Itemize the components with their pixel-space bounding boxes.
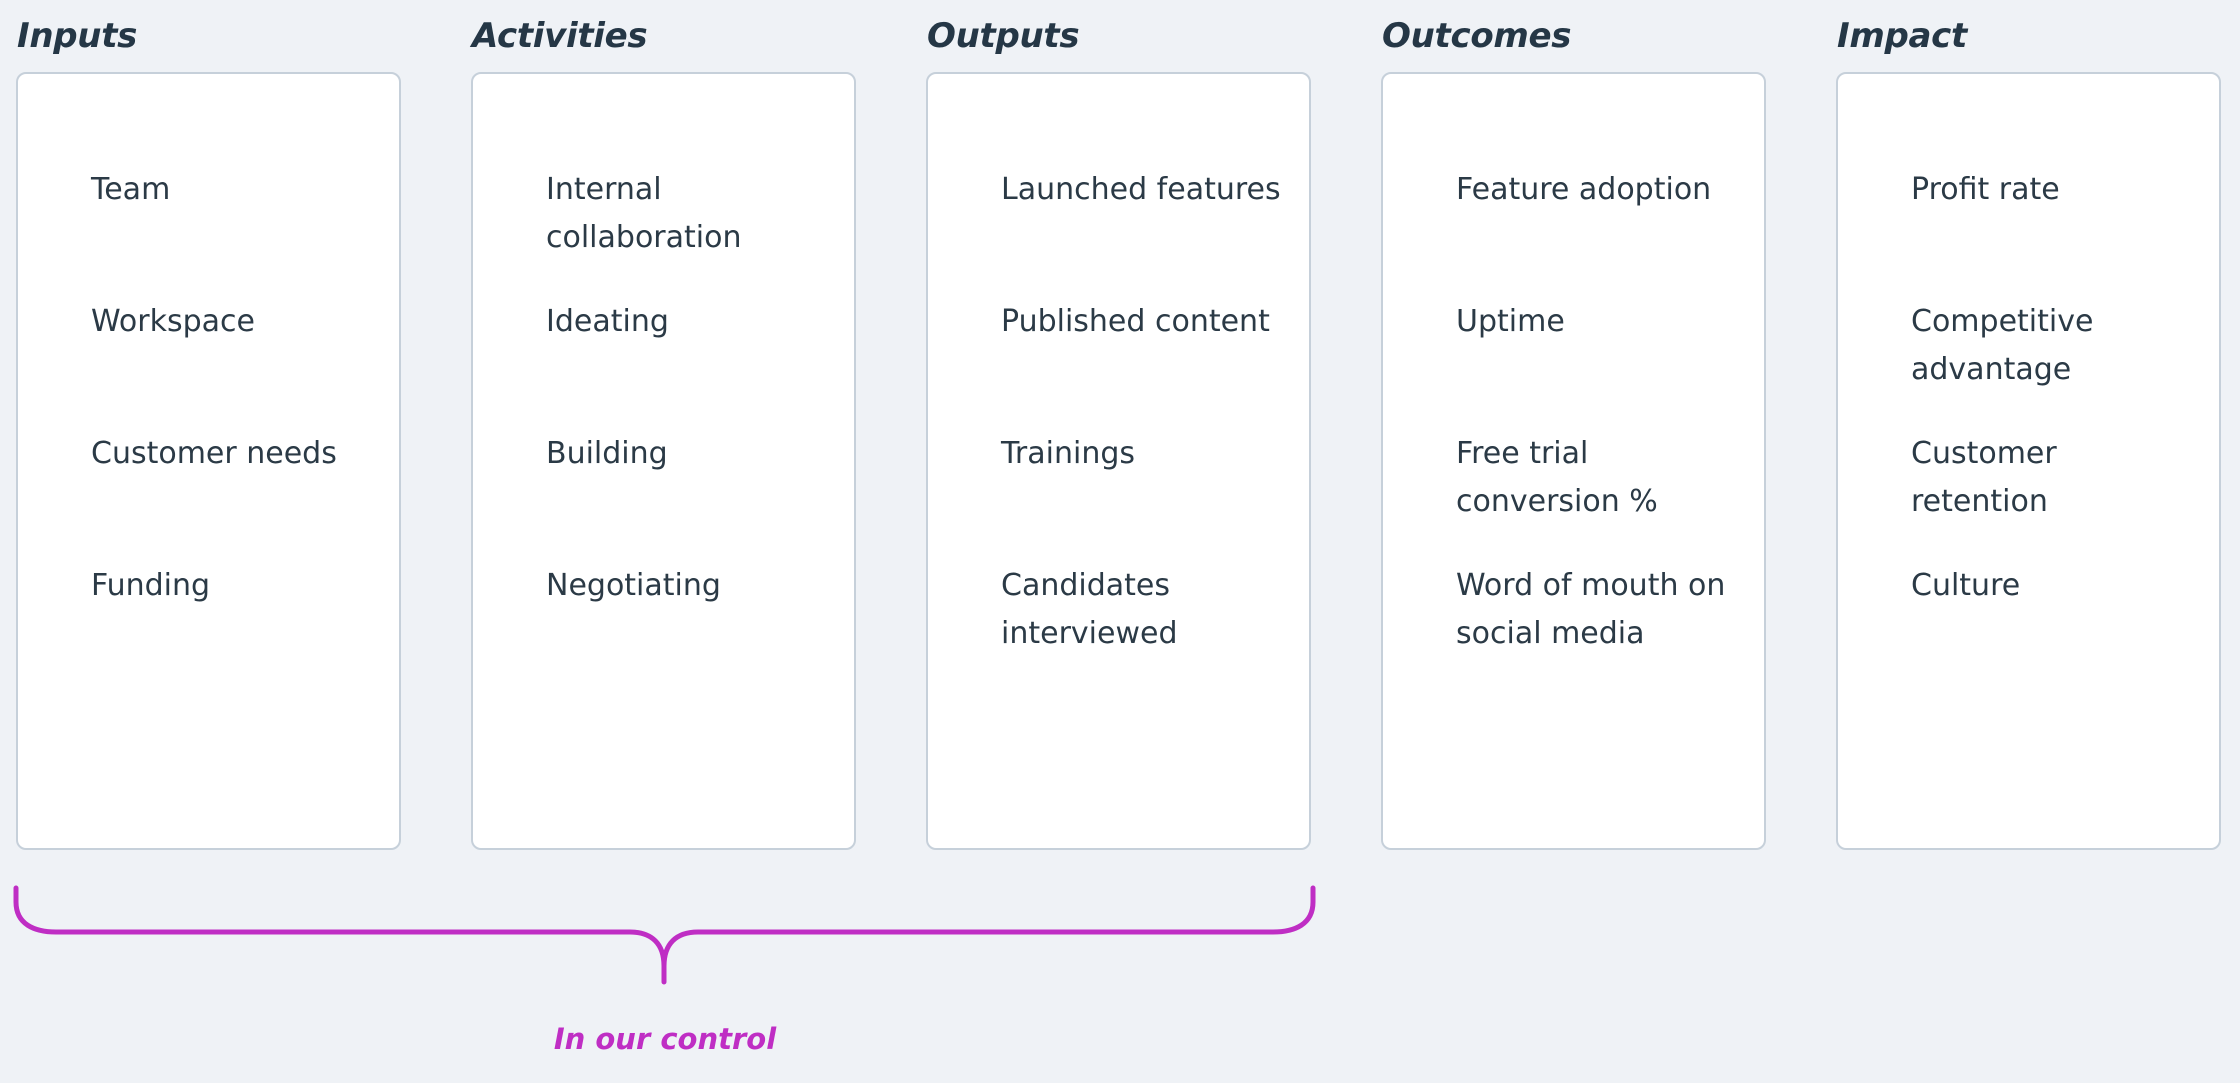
list-item[interactable]: Building — [546, 436, 668, 471]
columns-container: Inputs Team Workspace Customer needs Fun… — [16, 0, 2226, 850]
list-item[interactable]: Trainings — [1001, 436, 1136, 471]
column-heading-impact: Impact — [1837, 16, 1967, 56]
list-item[interactable]: Candidates interviewed — [1001, 568, 1178, 651]
item-list-activities: Internal collaboration Ideating Building… — [473, 166, 854, 694]
column-inputs: Inputs Team Workspace Customer needs Fun… — [16, 0, 401, 850]
column-outcomes: Outcomes Feature adoption Uptime Free tr… — [1381, 0, 1766, 850]
item-list-outcomes: Feature adoption Uptime Free trial conve… — [1383, 166, 1764, 694]
card-outputs[interactable]: Launched features Published content Trai… — [926, 72, 1311, 850]
list-item[interactable]: Feature adoption — [1456, 172, 1712, 207]
in-our-control-brace — [0, 868, 1340, 998]
list-item[interactable]: Customer needs — [91, 436, 337, 471]
item-list-outputs: Launched features Published content Trai… — [928, 166, 1309, 694]
list-item[interactable]: Culture — [1911, 568, 2021, 603]
list-item[interactable]: Negotiating — [546, 568, 721, 603]
list-item[interactable]: Workspace — [91, 304, 255, 339]
list-item[interactable]: Free trial conversion % — [1456, 436, 1658, 519]
column-heading-activities: Activities — [472, 16, 648, 56]
list-item[interactable]: Ideating — [546, 304, 669, 339]
column-activities: Activities Internal collaboration Ideati… — [471, 0, 856, 850]
item-list-inputs: Team Workspace Customer needs Funding — [18, 166, 399, 694]
card-impact[interactable]: Profit rate Competitive advantage Custom… — [1836, 72, 2221, 850]
list-item[interactable]: Published content — [1001, 304, 1270, 339]
list-item[interactable]: Funding — [91, 568, 211, 603]
list-item[interactable]: Word of mouth on social media — [1456, 568, 1726, 651]
list-item[interactable]: Internal collaboration — [546, 172, 742, 255]
column-outputs: Outputs Launched features Published cont… — [926, 0, 1311, 850]
column-heading-outcomes: Outcomes — [1382, 16, 1572, 56]
list-item[interactable]: Team — [91, 172, 171, 207]
column-heading-outputs: Outputs — [927, 16, 1080, 56]
item-list-impact: Profit rate Competitive advantage Custom… — [1838, 166, 2219, 694]
list-item[interactable]: Launched features — [1001, 172, 1281, 207]
list-item[interactable]: Uptime — [1456, 304, 1565, 339]
list-item[interactable]: Customer retention — [1911, 436, 2057, 519]
brace-label: In our control — [553, 1022, 777, 1056]
column-impact: Impact Profit rate Competitive advantage… — [1836, 0, 2221, 850]
list-item[interactable]: Competitive advantage — [1911, 304, 2094, 387]
list-item[interactable]: Profit rate — [1911, 172, 2060, 207]
card-outcomes[interactable]: Feature adoption Uptime Free trial conve… — [1381, 72, 1766, 850]
curly-brace-icon — [13, 885, 1316, 985]
card-inputs[interactable]: Team Workspace Customer needs Funding — [16, 72, 401, 850]
column-heading-inputs: Inputs — [17, 16, 138, 56]
card-activities[interactable]: Internal collaboration Ideating Building… — [471, 72, 856, 850]
